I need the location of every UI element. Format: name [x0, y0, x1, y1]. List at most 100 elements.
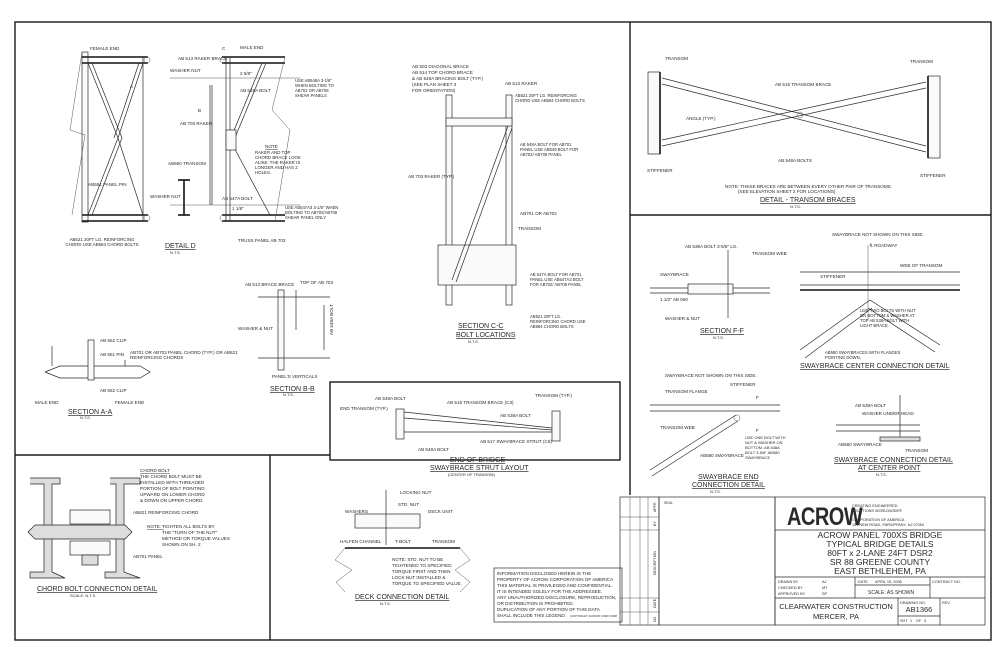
label: MALE END: [240, 45, 264, 50]
confidentiality-legend: INFORMATION DISCLOSED HEREIN IS THE PROP…: [493, 567, 623, 623]
label: FEMALE END: [90, 46, 120, 51]
detail-d: FEMALE END MALE END AB 513 RAKER BRACE W…: [65, 45, 339, 255]
sheet-number: 1: [910, 619, 912, 623]
label: AB 503 DIAGONAL BRACE: [412, 64, 469, 69]
label: AB 538A BOLT: [855, 403, 886, 408]
label: AB 547A BOLT: [222, 196, 253, 201]
label: FEMALE END: [115, 400, 145, 405]
detail-scale: N.T.S.: [713, 335, 724, 340]
swaybrace-end-connection: SWAYBRACE NOT SHOWN ON THIS SIDE. STIFFE…: [649, 373, 786, 494]
label: STIFFENER: [647, 168, 673, 173]
revision-block: APPR BY DESCRIPTION DATE NO. SEAL: [619, 496, 776, 626]
detail-subtitle: BOLT LOCATIONS: [456, 332, 516, 339]
detail-title: SWAYBRACE CENTER CONNECTION DETAIL: [800, 363, 950, 370]
label: AB 513 BRACE BRACE: [245, 282, 294, 287]
detail-scale: N.T.S.: [170, 250, 181, 255]
section-a-a: AB 652 CLIP AB 651 PIN AB701 OR AB703 PA…: [35, 338, 238, 420]
detail-scale: (CENTER OF TRANSOM): [448, 472, 495, 477]
label: TRANSOM: [910, 59, 933, 64]
label: AB580 SWAYBRACE: [700, 453, 744, 458]
label: TORQUE FIRST AND THEN: [392, 569, 450, 574]
section-marker: C: [222, 46, 226, 51]
label: THE CHORD BOLT MUST BE: [140, 474, 202, 479]
label: TORQUE TO SPECIFIED VALUE.: [392, 581, 462, 586]
label: WASHER UNDER HEAD: [862, 411, 914, 416]
legend-line: IT IS INTENDED SOLELY FOR THE ADDRESSEE.: [497, 589, 602, 594]
drawn-by: AJ: [822, 580, 827, 584]
section-c-c: AB 503 DIAGONAL BRACE AB 514 TOP CHORD B…: [408, 64, 586, 344]
label: AB621 20FT LG. REINFORCING CHORD USE AB5…: [530, 314, 586, 329]
label: NOTE: -: [147, 524, 164, 529]
copyright: COPYRIGHT ACROW CORP 2008: [570, 614, 617, 618]
sheet-label: SHT: [900, 619, 908, 623]
drawn-by-label: DRAWN BY: [778, 580, 799, 584]
label: AB 513 RAKER: [505, 81, 538, 86]
detail-title: SWAYBRACE CONNECTION DETAIL: [834, 457, 953, 464]
checked-by-label: CHECKED BY: [778, 586, 803, 590]
contract-label: CONTRACT NO.: [932, 580, 961, 584]
legend-line: SHALL INCLUDE THIS LEGEND.: [497, 613, 566, 618]
date-label: DATE: [858, 580, 868, 584]
label: RAKER AND TOP CHORD BRACE LOOK ALIKE. TH…: [255, 150, 301, 175]
label: & DOWN ON UPPER CHORD.: [140, 498, 204, 503]
label: AB 548A BOLT: [240, 88, 271, 93]
checked-by: MT: [822, 586, 828, 590]
legend-line: INFORMATION DISCLOSED HEREIN IS THE: [497, 571, 591, 576]
label: DECK UNIT: [428, 509, 453, 514]
label: USE AB547A3 3-1/8" WHEN BOLTING TO AB702…: [285, 205, 339, 220]
label: LOCK NUT INSTALLED &: [392, 575, 445, 580]
label: SWAYBRACE NOT SHOWN ON THIS SIDE.: [665, 373, 757, 378]
label: USE TWO BOLTS WITH NUT ON BOTTOM & WASHE…: [860, 308, 916, 328]
label: STD. NUT: [398, 502, 419, 507]
label: AB 548A BOLT: [418, 447, 449, 452]
approved-by-label: APPROVED BY: [778, 592, 806, 596]
section-marker: F: [756, 395, 759, 400]
label: AB621 20FT LG. REINFORCING CHORD USE AB5…: [65, 237, 139, 247]
label: AB560 TRANSOM: [168, 161, 206, 166]
detail-scale: N.T.S.: [468, 339, 479, 344]
detail-scale: N.T.S.: [876, 472, 887, 477]
label: SWAYBRACE: [660, 272, 689, 277]
detail-title: CHORD BOLT CONNECTION DETAIL: [37, 586, 157, 593]
label: AB 538A BOLT 3-5/8" LG.: [685, 244, 738, 249]
label: AB 703 RAKER (TYP.): [408, 174, 455, 179]
label: TOP OF AB 703: [300, 280, 333, 285]
label: AB651 PANEL PIN: [88, 182, 127, 187]
label: AB701 OR AB703 PANEL CHORD (TYP.) OR AB6…: [130, 350, 238, 361]
chord-bolt-connection: CHORD BOLT THE CHORD BOLT MUST BE INSTAL…: [27, 468, 230, 598]
detail-title: SECTION C-C: [458, 323, 504, 330]
label: AB621 20FT LG. REINFORCING CHORD USE AB5…: [515, 93, 585, 103]
label: AB 651 PIN: [100, 352, 124, 357]
tagline: CREATING ENGINEERED: [852, 504, 898, 508]
date: APRIL 15, 2008: [875, 580, 902, 584]
label: TRANSOM: [665, 56, 688, 61]
drawing-title-line: 80FT x 2-LANE 24FT DSR2: [827, 548, 933, 558]
scale: SCALE: AS SHOWN: [868, 590, 915, 596]
acrow-logo: ACROW: [787, 503, 863, 531]
sheet-frame: [14, 21, 992, 641]
rev-header: APPR: [653, 502, 657, 512]
label: INSTALLED WITH THREADED: [140, 480, 205, 485]
label: (SEE PLAN SHEET 3: [412, 82, 457, 87]
detail-title: DECK CONNECTION DETAIL: [355, 594, 449, 601]
note: NOTE: THESE BRACES ARE BETWEEN EVERY OTH…: [725, 184, 892, 189]
label: TIGHTENED TO SPECIFIED: [392, 563, 452, 568]
detail-subtitle: SWAYBRACE STRUT LAYOUT: [430, 465, 529, 472]
label: TIGHTEN ALL BOLTS BY: [162, 524, 215, 529]
label: 1 1/2" AB 560: [660, 297, 688, 302]
detail-title: SECTION F-F: [700, 328, 744, 335]
detail-title-line2: AT CENTER POINT: [858, 465, 921, 472]
drawing-title-line: SR 88 GREENE COUNTY: [830, 557, 930, 567]
label: AB 703 RAKER: [180, 121, 213, 126]
label: AB 516 TRANSOM BRACE (C3): [447, 400, 514, 405]
label: AB621 REINFORCING CHORD: [133, 510, 199, 515]
label: TRANSOM (TYP.): [535, 393, 572, 398]
end-of-bridge-strut-layout: AB 548A BOLT END TRANSOM (TYP.) AB 516 T…: [340, 393, 572, 477]
title-block: ACROW CREATING ENGINEERED SOLUTIONS WORL…: [774, 496, 986, 626]
label: PORTION OF BOLT POINTING: [140, 486, 205, 491]
label: LOCKING NUT: [400, 490, 432, 495]
legend-line: ANY UNAUTHORIZED DISCLOSURE, REPRODUCTIO…: [497, 595, 616, 600]
drawing-no-label: DRAWING NO.: [900, 601, 926, 605]
section-marker: A: [130, 84, 134, 89]
